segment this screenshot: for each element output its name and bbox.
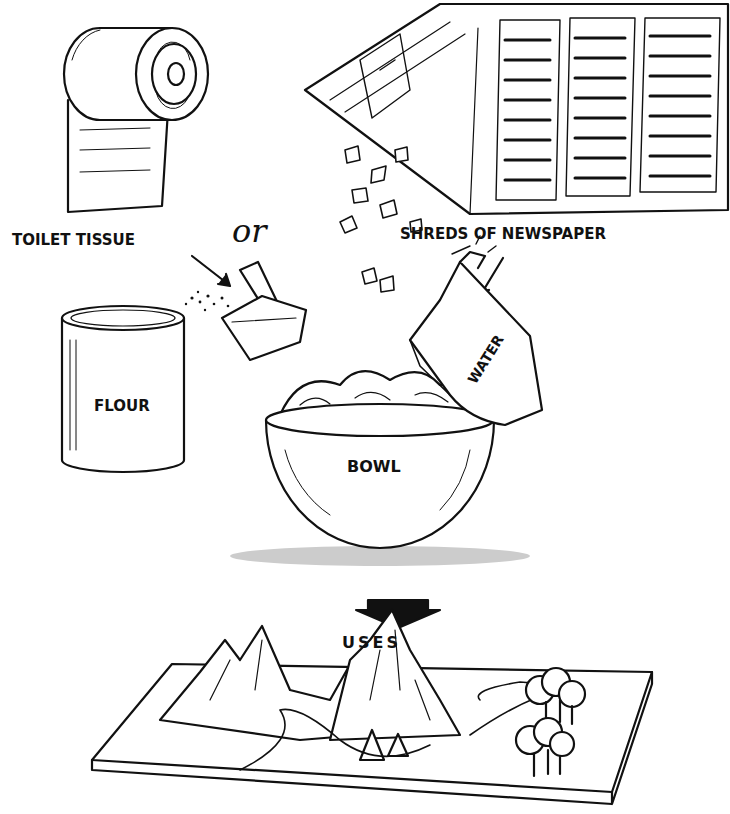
label-or: or — [232, 214, 267, 249]
label-uses: USES — [342, 634, 401, 652]
label-bowl: BOWL — [345, 458, 403, 476]
flour-can — [62, 306, 184, 472]
label-newspaper: SHREDS OF NEWSPAPER — [400, 226, 606, 243]
newspaper — [305, 4, 728, 214]
label-flour: FLOUR — [92, 398, 152, 415]
toilet-roll — [64, 28, 208, 212]
paper-shreds — [340, 146, 422, 292]
label-toilet-tissue: TOILET TISSUE — [12, 232, 135, 249]
flour-spray — [185, 291, 230, 311]
water-pitcher — [410, 236, 542, 425]
landscape-model — [92, 610, 652, 804]
scoop — [222, 262, 306, 360]
